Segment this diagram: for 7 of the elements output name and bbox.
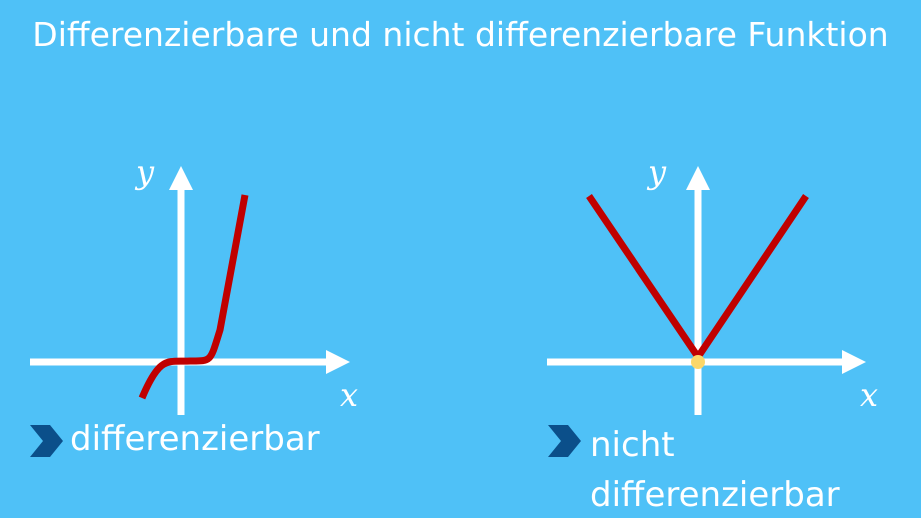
axis-label: y	[648, 155, 666, 189]
title: Differenzierbare und nicht differenzierbare Funktion	[31, 14, 890, 56]
caption: nicht differenzierbar	[590, 424, 841, 517]
axis-label: y	[136, 155, 154, 189]
axis-label: x	[860, 378, 878, 412]
caption: differenzierbar	[70, 418, 321, 461]
axis-label: x	[340, 378, 358, 412]
